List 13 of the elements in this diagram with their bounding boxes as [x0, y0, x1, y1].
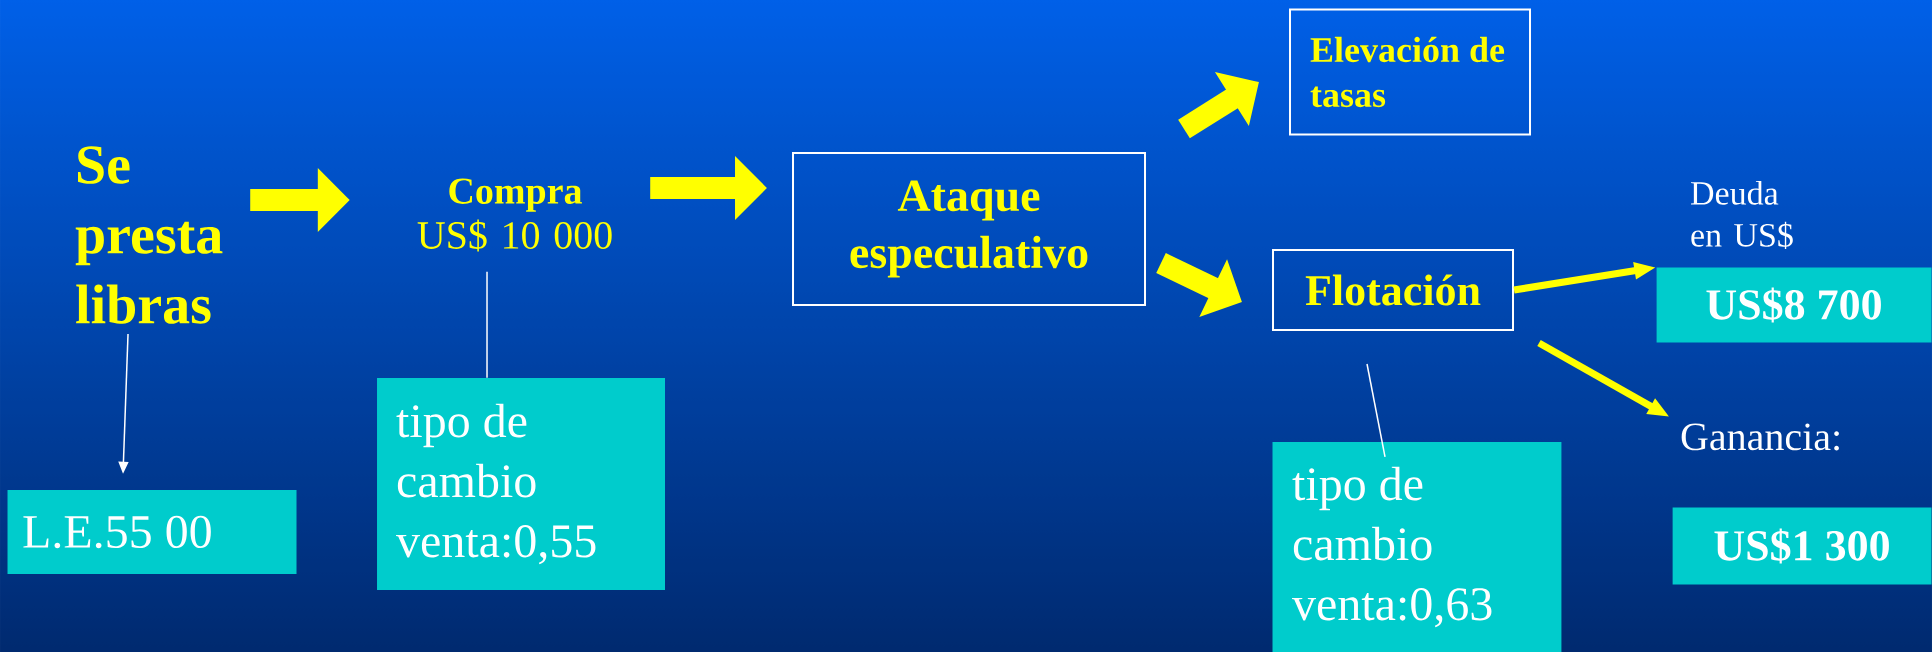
note-box: tipo de cambio venta:0,55 [377, 378, 665, 590]
note-box: tipo de cambio venta:0,63 [1272, 442, 1562, 652]
value-box: L.E.55 00 [7, 490, 297, 574]
text-label: Deuda en US$ [1691, 180, 1793, 250]
value-box: US$8 700 [1656, 267, 1932, 343]
arrow [1178, 71, 1259, 139]
text-label: Ganancia: [1681, 423, 1839, 451]
text-label: Compra US$ 10 000 [417, 178, 612, 252]
value-box: US$1 300 [1672, 507, 1932, 585]
text-label: Se presta libras [75, 146, 223, 324]
process-box: Ataque especulativo [792, 152, 1146, 306]
process-box: Elevación de tasas [1289, 8, 1531, 136]
process-box: Flotación [1272, 249, 1514, 331]
